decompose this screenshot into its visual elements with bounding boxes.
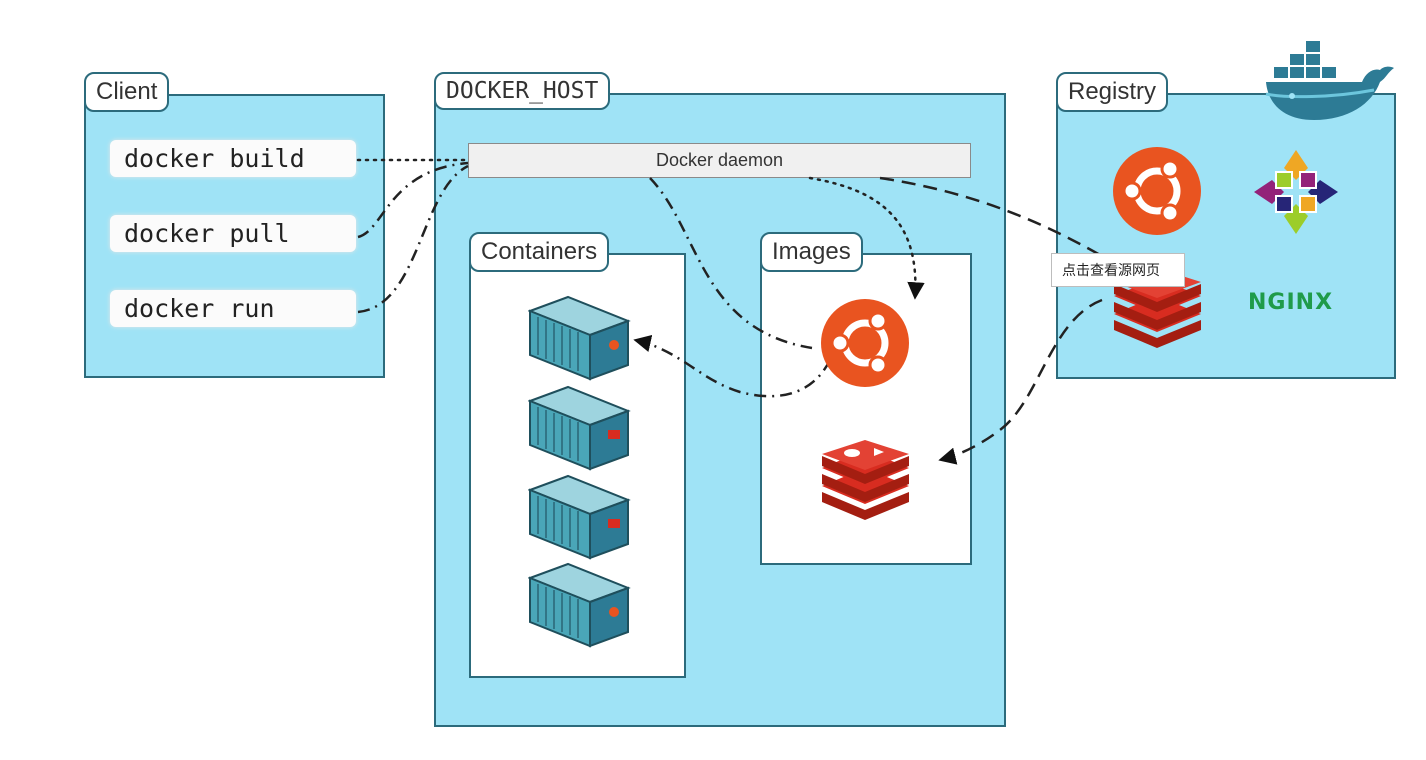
- images-title: Images: [760, 232, 863, 272]
- container-icon: [528, 474, 631, 560]
- container-icon: [528, 295, 631, 381]
- docker-build-command: docker build: [110, 140, 356, 177]
- redis-icon: [1114, 268, 1201, 348]
- docker-host-title: DOCKER_HOST: [434, 72, 611, 110]
- container-icon: [528, 562, 631, 648]
- docker-daemon-bar: Docker daemon: [468, 143, 971, 178]
- registry-title: Registry: [1056, 72, 1169, 112]
- docker-run-command: docker run: [110, 290, 356, 327]
- registry-panel: [1056, 93, 1396, 379]
- client-title: Client: [84, 72, 170, 112]
- ubuntu-icon: [821, 299, 909, 387]
- redis-icon: [822, 440, 909, 520]
- centos-icon: [1254, 150, 1338, 234]
- view-source-tooltip[interactable]: 点击查看源网页: [1051, 253, 1185, 287]
- docker-pull-command: docker pull: [110, 215, 356, 252]
- containers-title: Containers: [469, 232, 610, 272]
- container-icon: [528, 385, 631, 471]
- nginx-logo: NGINX: [1248, 290, 1334, 315]
- ubuntu-icon: [1113, 147, 1201, 235]
- docker-whale-icon: [1265, 41, 1394, 120]
